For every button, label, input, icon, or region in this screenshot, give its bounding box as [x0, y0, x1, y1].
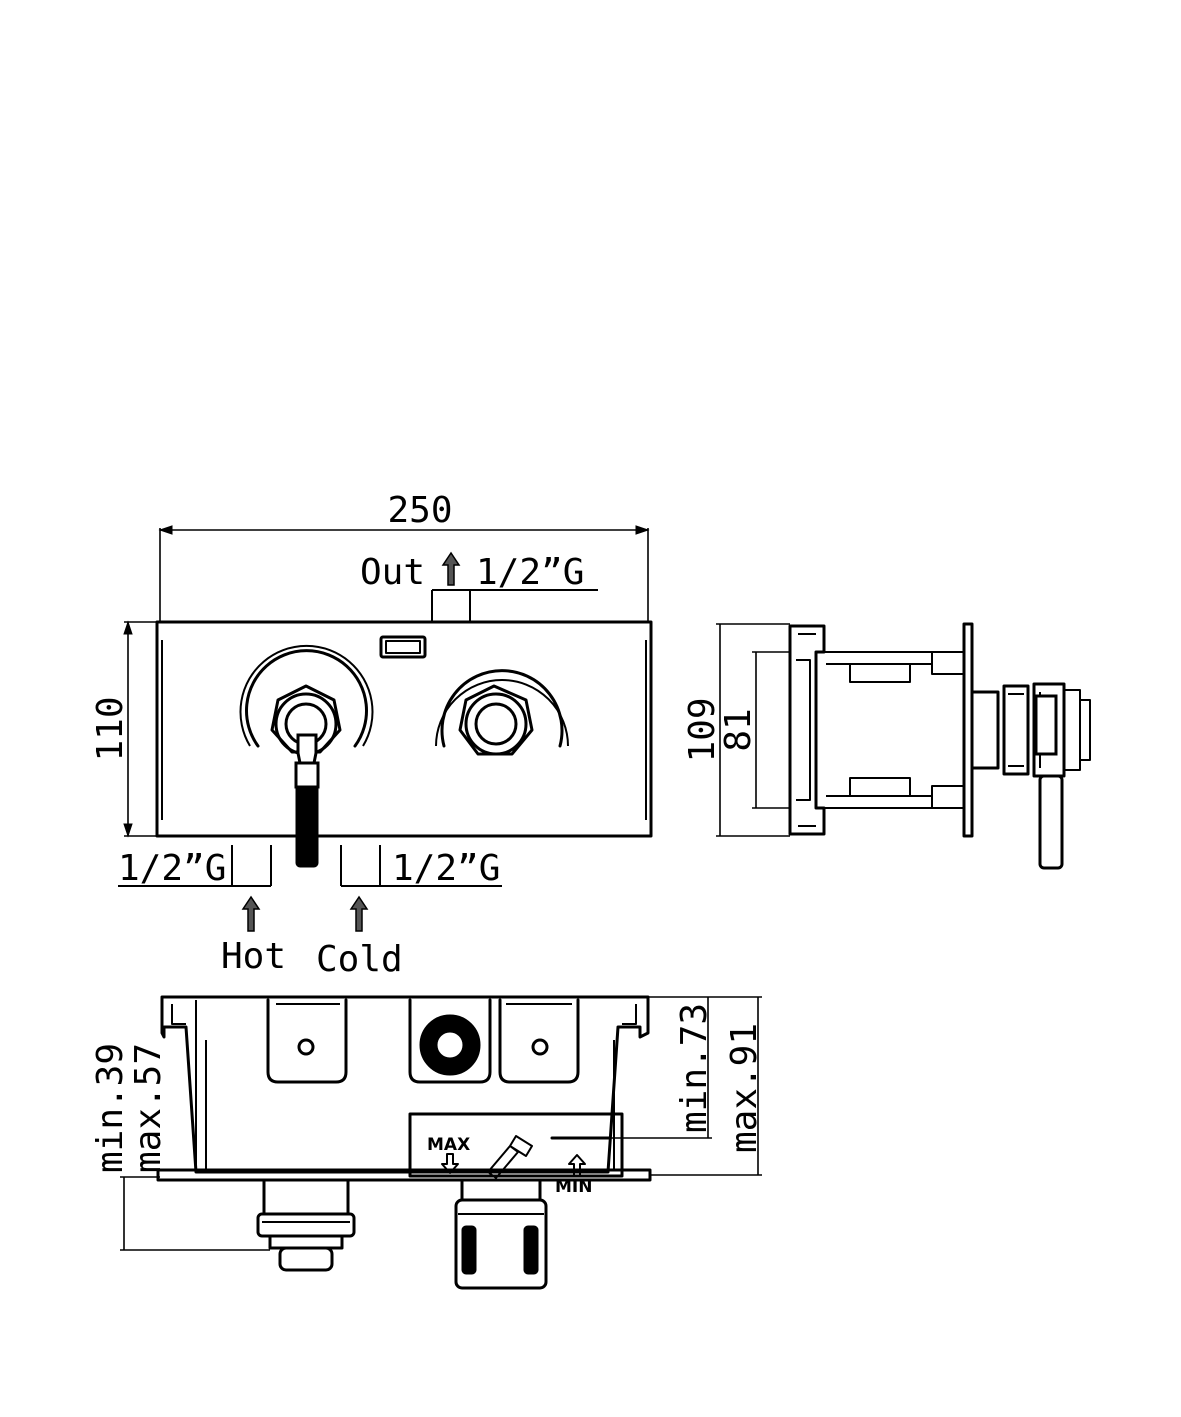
inner-height-label: 81 — [718, 708, 759, 751]
depth-gauge: MAX MIN — [408, 1112, 624, 1197]
hot-thread: 1/2”G — [118, 848, 226, 889]
width-label: 250 — [387, 490, 452, 531]
flow-arrow-icon — [441, 551, 461, 586]
height-label: 110 — [90, 696, 131, 761]
outlet-marker: Out 1/2”G — [360, 551, 598, 622]
left-max-label: max.57 — [128, 1043, 169, 1173]
arrow-down-icon — [441, 1153, 459, 1174]
cold-label: Cold — [316, 939, 403, 980]
lever-grip — [295, 784, 319, 868]
lever-handle-icon — [296, 733, 318, 765]
hot-inlet: 1/2”G Hot — [118, 845, 286, 977]
top-view: min.39 max.57 min.73 max.91 — [90, 995, 765, 1290]
gauge-min-label: MIN — [555, 1177, 592, 1197]
outlet-label: Out — [360, 552, 425, 593]
mixer-knob — [239, 644, 374, 868]
right-min-label: min.73 — [674, 1003, 715, 1133]
right-connector — [454, 1178, 548, 1290]
lever-handle-icon — [1038, 774, 1064, 870]
right-depth-dimensions: min.73 max.91 — [560, 996, 765, 1176]
volume-knob — [435, 669, 569, 756]
left-connector — [256, 1178, 356, 1272]
side-view: 109 81 — [682, 622, 1091, 870]
outer-height-dimension: 109 — [682, 623, 790, 837]
front-plate — [155, 620, 653, 838]
height-dimension: 110 — [90, 620, 160, 838]
spanner-icon — [487, 1135, 533, 1179]
width-dimension: 250 — [158, 490, 650, 622]
right-max-label: max.91 — [724, 1023, 765, 1153]
left-min-label: min.39 — [90, 1043, 131, 1173]
cold-thread: 1/2”G — [392, 848, 500, 889]
gauge-max-label: MAX — [427, 1135, 470, 1155]
inner-height-dimension: 81 — [718, 651, 790, 809]
display-window — [379, 635, 427, 659]
left-depth-dimensions: min.39 max.57 — [90, 1043, 270, 1251]
outlet-thread: 1/2”G — [476, 552, 584, 593]
hot-label: Hot — [221, 936, 286, 977]
arrow-up-icon — [568, 1154, 586, 1177]
flow-arrow-icon — [241, 895, 261, 932]
front-view: 250 110 Out 1/2”G — [90, 490, 653, 980]
flow-arrow-icon — [349, 895, 369, 932]
cold-inlet: 1/2”G Cold — [316, 845, 502, 980]
outer-height-label: 109 — [682, 697, 723, 762]
